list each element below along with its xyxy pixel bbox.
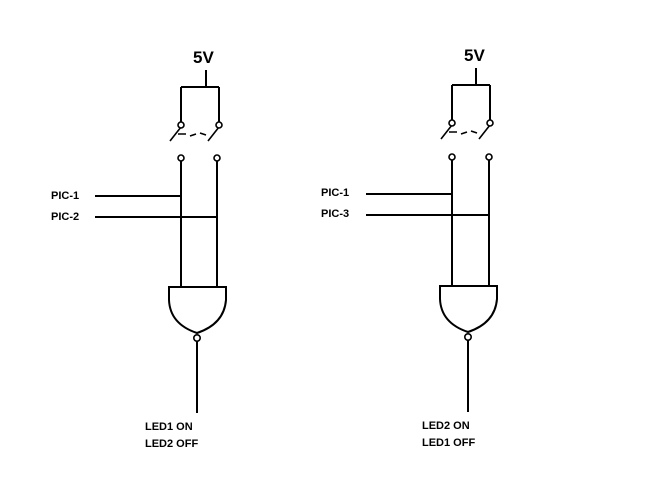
- switch-terminal: [215, 121, 223, 129]
- supply-label: 5V: [193, 48, 214, 67]
- switch-terminal: [485, 153, 493, 161]
- switch-blade-right: [478, 124, 491, 140]
- circuit-right: 5V PIC-1 PIC-3 LED2 ON LED1 OFF: [321, 46, 498, 449]
- nand-gate-body: [168, 286, 227, 335]
- switch-blade-left: [440, 124, 453, 140]
- nand-gate-body: [439, 285, 498, 334]
- switch-terminal: [448, 119, 456, 127]
- pic-input-label: PIC-2: [51, 211, 79, 223]
- circuit-left: 5V PIC-1 PIC-2 LED1 ON LED2 OFF: [51, 48, 227, 450]
- gate-input-wires: [180, 161, 218, 287]
- dpst-switch[interactable]: [169, 121, 223, 162]
- nand-bubble: [193, 333, 202, 342]
- supply-bus: [451, 68, 491, 120]
- output-label: LED2 OFF: [145, 438, 198, 450]
- output-label: LED1 OFF: [422, 437, 475, 449]
- switch-blade-left: [169, 126, 182, 142]
- pic-input-label: PIC-1: [51, 190, 79, 202]
- gate-input-wires: [451, 160, 490, 286]
- supply-label: 5V: [464, 46, 485, 65]
- supply-bus: [180, 70, 220, 122]
- switch-terminal: [486, 119, 494, 127]
- output-label: LED1 ON: [145, 421, 193, 433]
- switch-linkage: [178, 132, 207, 137]
- pic-input-label: PIC-1: [321, 187, 349, 199]
- pic-input-label: PIC-3: [321, 208, 349, 220]
- switch-terminal: [177, 154, 185, 162]
- switch-terminal: [213, 154, 221, 162]
- switch-terminal: [448, 153, 456, 161]
- dpst-switch[interactable]: [440, 119, 494, 161]
- nand-bubble: [463, 332, 472, 341]
- switch-linkage: [449, 130, 478, 135]
- output-label: LED2 ON: [422, 420, 470, 432]
- switch-terminal: [177, 121, 185, 129]
- switch-blade-right: [207, 126, 220, 142]
